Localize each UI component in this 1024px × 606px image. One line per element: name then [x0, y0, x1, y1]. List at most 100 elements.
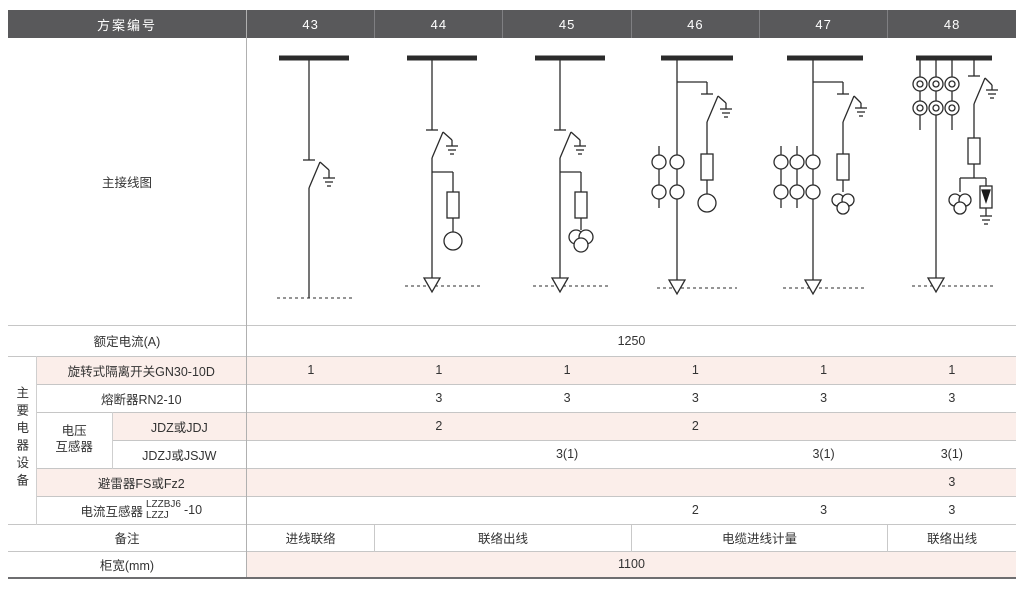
- scheme-diagram-47: [759, 38, 887, 325]
- scheme-diagram-46: [631, 38, 759, 325]
- arrester-row: 避雷器FS或Fz2 3: [8, 467, 1016, 496]
- value-cell: 2: [374, 411, 503, 440]
- disconnector-earth-switch-icon: [677, 81, 733, 123]
- cabinet-width-row: 柜宽(mm) 1100: [8, 550, 1016, 578]
- equipment-group-label: 主要电器设备: [8, 355, 37, 524]
- value-cell: [631, 439, 760, 468]
- pt-jdz-row: 电压 互感器 JDZ或JDJ 2 2: [8, 411, 1016, 468]
- voltage-transformer-icon: [697, 193, 717, 213]
- voltage-transformer-label-bottom: 互感器: [55, 440, 93, 454]
- current-transformer-label-group: 电流互感器 LZZBJ6 LZZJ -10: [39, 499, 244, 521]
- value-cell: 3: [631, 383, 760, 412]
- wiring-diagram-45-svg: [532, 55, 609, 294]
- scheme-number-45: 45: [502, 10, 632, 38]
- cable-terminal-icon: [532, 277, 609, 294]
- scheme-number-46: 46: [630, 10, 760, 38]
- pt-jdzj-label: JDZJ或JSJW: [112, 439, 247, 468]
- ct-label-prefix: 电流互感器: [80, 504, 143, 519]
- value-cell: [374, 467, 503, 496]
- scheme-number-label: 方案编号: [8, 10, 247, 38]
- value-cell: 1: [887, 355, 1016, 384]
- value-cell: 3: [374, 383, 503, 412]
- wiring-diagram-44-svg: [404, 55, 481, 294]
- wiring-diagram-46-svg: [651, 55, 738, 296]
- value-cell: [246, 439, 375, 468]
- fuse-row: 熔断器RN2-10 3 3 3 3 3: [8, 383, 1016, 412]
- fuse-icon: [836, 122, 851, 193]
- disconnector-earth-switch-icon: [302, 159, 335, 189]
- fuse-icon: [967, 104, 981, 179]
- arrester-label: 避雷器FS或Fz2: [36, 467, 247, 496]
- rated-current-label: 额定电流(A): [8, 324, 247, 356]
- scheme-number-48: 48: [887, 10, 1016, 38]
- voltage-transformer-label-top: 电压: [61, 424, 87, 439]
- scheme-diagram-45: [503, 38, 631, 325]
- fuse-label: 熔断器RN2-10: [36, 383, 247, 412]
- ct-type-top: LZZBJ6: [145, 499, 181, 510]
- current-transformer-label: 电流互感器 LZZBJ6 LZZJ -10: [36, 495, 247, 524]
- value-cell: [502, 495, 632, 524]
- arrester-icon: [973, 177, 993, 225]
- value-cell: 3: [502, 383, 632, 412]
- value-cell: [502, 411, 632, 440]
- rotary-switch-label: 旋转式隔离开关GN30-10D: [36, 355, 247, 384]
- scheme-number-47: 47: [758, 10, 888, 38]
- value-cell: 3: [759, 383, 888, 412]
- wiring-diagram-48-svg: [911, 55, 998, 294]
- equipment-group-label-text: 主要电器设备: [14, 386, 29, 491]
- value-cell: 1: [246, 355, 375, 384]
- value-cell: [246, 411, 375, 440]
- cable-terminal-icon: [911, 277, 994, 294]
- ct-label-types: LZZBJ6 LZZJ: [146, 499, 181, 521]
- value-cell: 3: [887, 467, 1016, 496]
- value-cell: 3: [887, 383, 1016, 412]
- value-cell: [374, 495, 503, 524]
- fuse-icon: [431, 171, 460, 233]
- value-cell: [631, 467, 760, 496]
- value-cell: 1: [631, 355, 760, 384]
- scheme-diagram-43: [246, 38, 374, 325]
- ct-label-suffix: -10: [183, 503, 203, 517]
- value-cell: 1: [374, 355, 503, 384]
- voltage-transformer-icon: [948, 177, 974, 215]
- value-cell: [759, 467, 888, 496]
- remarks-row: 备注 进线联络 联络出线 电缆进线计量 联络出线: [8, 523, 1016, 551]
- pt-jdzj-row: JDZJ或JSJW 3(1) 3(1) 3(1): [8, 439, 1016, 468]
- value-cell: 2: [631, 495, 760, 524]
- disconnector-earth-switch-icon: [553, 129, 586, 159]
- value-cell: [374, 439, 503, 468]
- ct-type-bottom: LZZJ: [145, 510, 169, 521]
- value-cell: [246, 383, 375, 412]
- scheme-number-43: 43: [245, 10, 375, 38]
- cable-terminal-icon: [657, 279, 738, 296]
- disconnector-earth-switch-icon: [425, 129, 458, 159]
- feeder-line: [919, 58, 953, 279]
- cable-terminal-icon: [783, 279, 866, 296]
- value-cell: 3: [887, 495, 1016, 524]
- remark-cell: 电缆进线计量: [630, 523, 888, 551]
- disconnector-earth-switch-icon: [813, 81, 868, 123]
- rated-current-value: 1250: [246, 324, 1016, 356]
- value-cell: [887, 411, 1016, 440]
- wiring-diagram-43-svg: [276, 55, 353, 299]
- spec-table: 方案编号 43 44 45 46 47 48 主接线图: [8, 10, 1016, 579]
- voltage-transformer-icon: [568, 229, 594, 253]
- rated-current-row: 额定电流(A) 1250: [8, 324, 1016, 356]
- cable-terminal-icon: [404, 277, 481, 294]
- current-transformer-icon: [773, 154, 822, 200]
- remark-cell: 联络出线: [374, 523, 632, 551]
- value-cell: 3(1): [502, 439, 632, 468]
- remark-cell: 联络出线: [887, 523, 1016, 551]
- cabinet-width-value: 1100: [246, 550, 1016, 578]
- cabinet-width-label: 柜宽(mm): [8, 550, 247, 578]
- fuse-icon: [559, 171, 588, 231]
- value-cell: [502, 467, 632, 496]
- value-cell: 3(1): [759, 439, 888, 468]
- remark-cell: 进线联络: [245, 523, 375, 551]
- pt-jdz-label: JDZ或JDJ: [112, 411, 247, 440]
- value-cell: [759, 411, 888, 440]
- remarks-label: 备注: [8, 523, 247, 551]
- value-cell: [246, 467, 375, 496]
- fuse-icon: [700, 122, 714, 195]
- scheme-number-44: 44: [374, 10, 503, 38]
